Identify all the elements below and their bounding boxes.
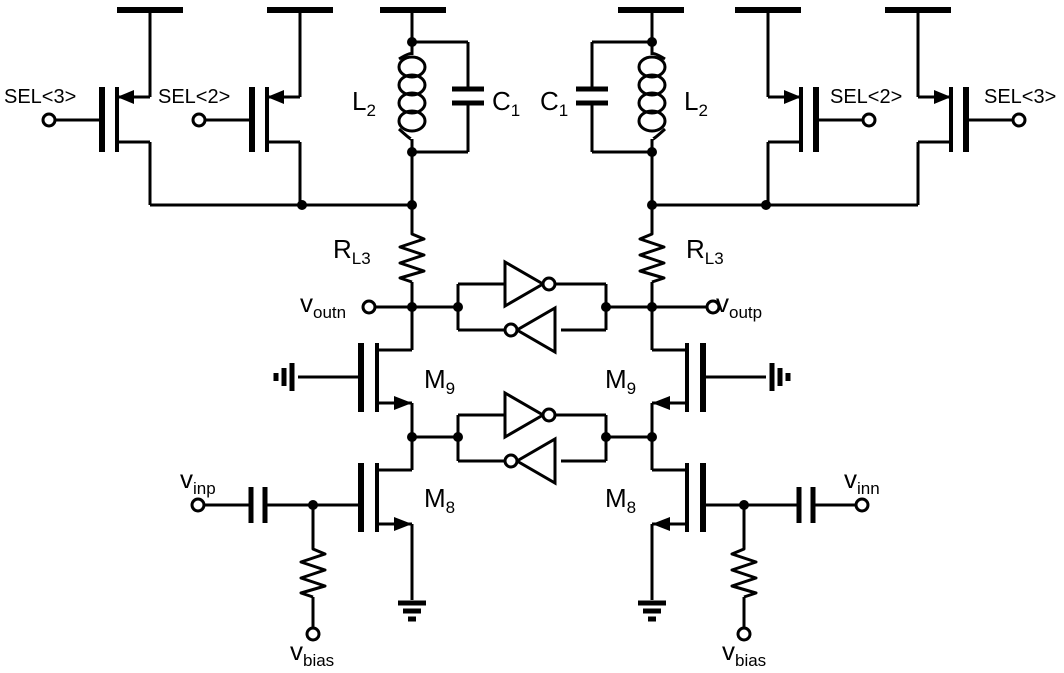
label-vbias-right: vbias xyxy=(722,636,766,670)
label-m8-right: M8 xyxy=(605,483,636,517)
label-l2-left: L2 xyxy=(352,86,376,120)
label-sel3-right: SEL<3> xyxy=(984,86,1056,108)
vbias-terminal-right xyxy=(736,626,752,642)
inverter-upper-reverse xyxy=(503,306,557,354)
resistor-rl3-right xyxy=(638,228,666,284)
ground-right xyxy=(638,603,666,619)
label-rl3-left: RL3 xyxy=(333,234,371,268)
bias-resistor-right xyxy=(730,543,758,599)
label-sel2-left: SEL<2> xyxy=(158,86,230,108)
inverter-lower-forward xyxy=(503,391,557,439)
bias-resistor-left xyxy=(299,543,327,599)
vinp-terminal xyxy=(190,497,206,513)
inverter-upper-forward xyxy=(503,260,557,308)
vinn-terminal xyxy=(854,497,870,513)
ground-left xyxy=(398,603,426,619)
label-m8-left: M8 xyxy=(424,483,455,517)
label-sel2-right: SEL<2> xyxy=(830,86,902,108)
mid-latch xyxy=(453,391,652,485)
label-voutp: voutp xyxy=(716,288,762,322)
label-vbias-left: vbias xyxy=(290,636,334,670)
label-c1-left: C1 xyxy=(492,86,520,120)
output-latch xyxy=(453,260,652,354)
label-m9-right: M9 xyxy=(605,364,636,398)
label-rl3-right: RL3 xyxy=(686,234,724,268)
inverter-lower-reverse xyxy=(503,437,557,485)
left-half xyxy=(43,7,484,642)
label-voutn: voutn xyxy=(300,288,346,322)
label-m9-left: M9 xyxy=(424,364,455,398)
gate-ground-right xyxy=(772,363,788,391)
label-c1-right: C1 xyxy=(540,86,568,120)
label-vinn: vinn xyxy=(844,464,880,498)
label-l2-right: L2 xyxy=(684,86,708,120)
voutp-terminal xyxy=(705,299,721,315)
gate-ground-left xyxy=(276,363,292,391)
voutn-terminal xyxy=(361,299,377,315)
label-vinp: vinp xyxy=(180,464,216,498)
inductor-l2-right xyxy=(637,40,667,154)
vbias-terminal-left xyxy=(305,626,321,642)
right-half xyxy=(576,7,1025,642)
inductor-l2-left xyxy=(397,40,427,154)
resistor-rl3-left xyxy=(398,228,426,284)
label-sel3-left: SEL<3> xyxy=(4,86,76,108)
